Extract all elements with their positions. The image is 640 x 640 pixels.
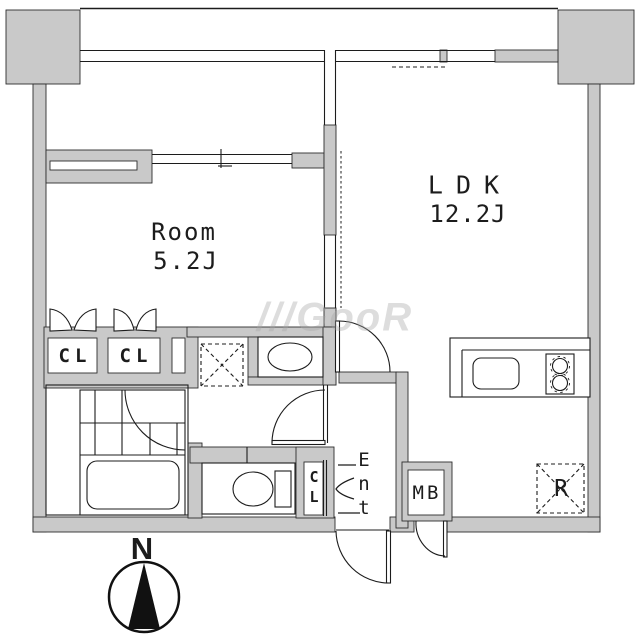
wall-top-sill-block: [439, 49, 448, 63]
meter-box-door: [415, 520, 448, 558]
kitchen-sink-icon: [472, 357, 520, 390]
ldk-door: [334, 320, 391, 373]
partition-wall-upper: [323, 124, 337, 236]
kitchen: [449, 337, 591, 398]
wall-right: [587, 83, 601, 533]
door-pocket-slot: [171, 337, 186, 374]
doors: [49, 308, 448, 584]
refrigerator-label: R: [554, 476, 568, 502]
closet-left-label: CL: [58, 345, 92, 367]
toilet-tank: [274, 470, 292, 508]
washroom-door: [271, 389, 326, 446]
compass-north-label: N: [130, 531, 154, 566]
meter-box-label: MB: [412, 482, 442, 504]
stove-icon: [545, 353, 575, 395]
entrance-chevron: [335, 477, 355, 500]
bathroom: [45, 384, 189, 516]
entrance-north-wall: [338, 371, 398, 384]
entrance-step-lines: [335, 464, 360, 514]
room-north-wall-stub: [291, 152, 325, 169]
toilet-room: [201, 447, 296, 515]
wall-left: [32, 83, 47, 533]
watermark: ///GooR: [256, 295, 414, 340]
burner-bottom: [551, 374, 569, 392]
wash-basin-icon: [267, 342, 313, 372]
partitions: [322, 235, 337, 443]
wall-top-sill-right: [494, 49, 559, 63]
entrance-label: Ent: [353, 449, 375, 521]
ldk-size-label: 12.2J: [429, 200, 507, 228]
compass-icon: [107, 560, 181, 634]
washroom: [200, 336, 324, 387]
room-size-label: 5.2J: [153, 247, 219, 275]
closet-left-box: [47, 337, 98, 374]
closet-fold-doors: [49, 308, 157, 332]
toilet-north-wall: [189, 446, 311, 464]
closet-right-label: CL: [119, 345, 153, 367]
closet-right-box: [107, 337, 161, 374]
bathtub-icon: [86, 460, 180, 510]
pillar-top-left: [5, 9, 81, 85]
wall-openings: [47, 160, 445, 516]
compass-needle: [128, 563, 160, 629]
refrigerator-space-icon: [536, 463, 585, 514]
meter-box-inner: [407, 469, 445, 516]
ldk-label: LDK: [427, 170, 513, 200]
washer-pan-icon: [200, 343, 244, 387]
washer-basin-divider: [247, 336, 259, 378]
entrance-closet-door: [322, 460, 328, 516]
entrance-closet-label: CL: [305, 468, 323, 508]
room-label: Room: [151, 218, 217, 246]
entrance-door: [335, 529, 392, 584]
toilet-bowl-icon: [232, 471, 274, 507]
windows: [80, 49, 495, 168]
wall-bottom-left: [32, 516, 336, 533]
bathroom-door-arc: [124, 389, 186, 451]
shutter-pocket-slot: [49, 160, 138, 171]
wall-bottom-right: [446, 516, 601, 533]
pillar-top-right: [557, 9, 635, 85]
